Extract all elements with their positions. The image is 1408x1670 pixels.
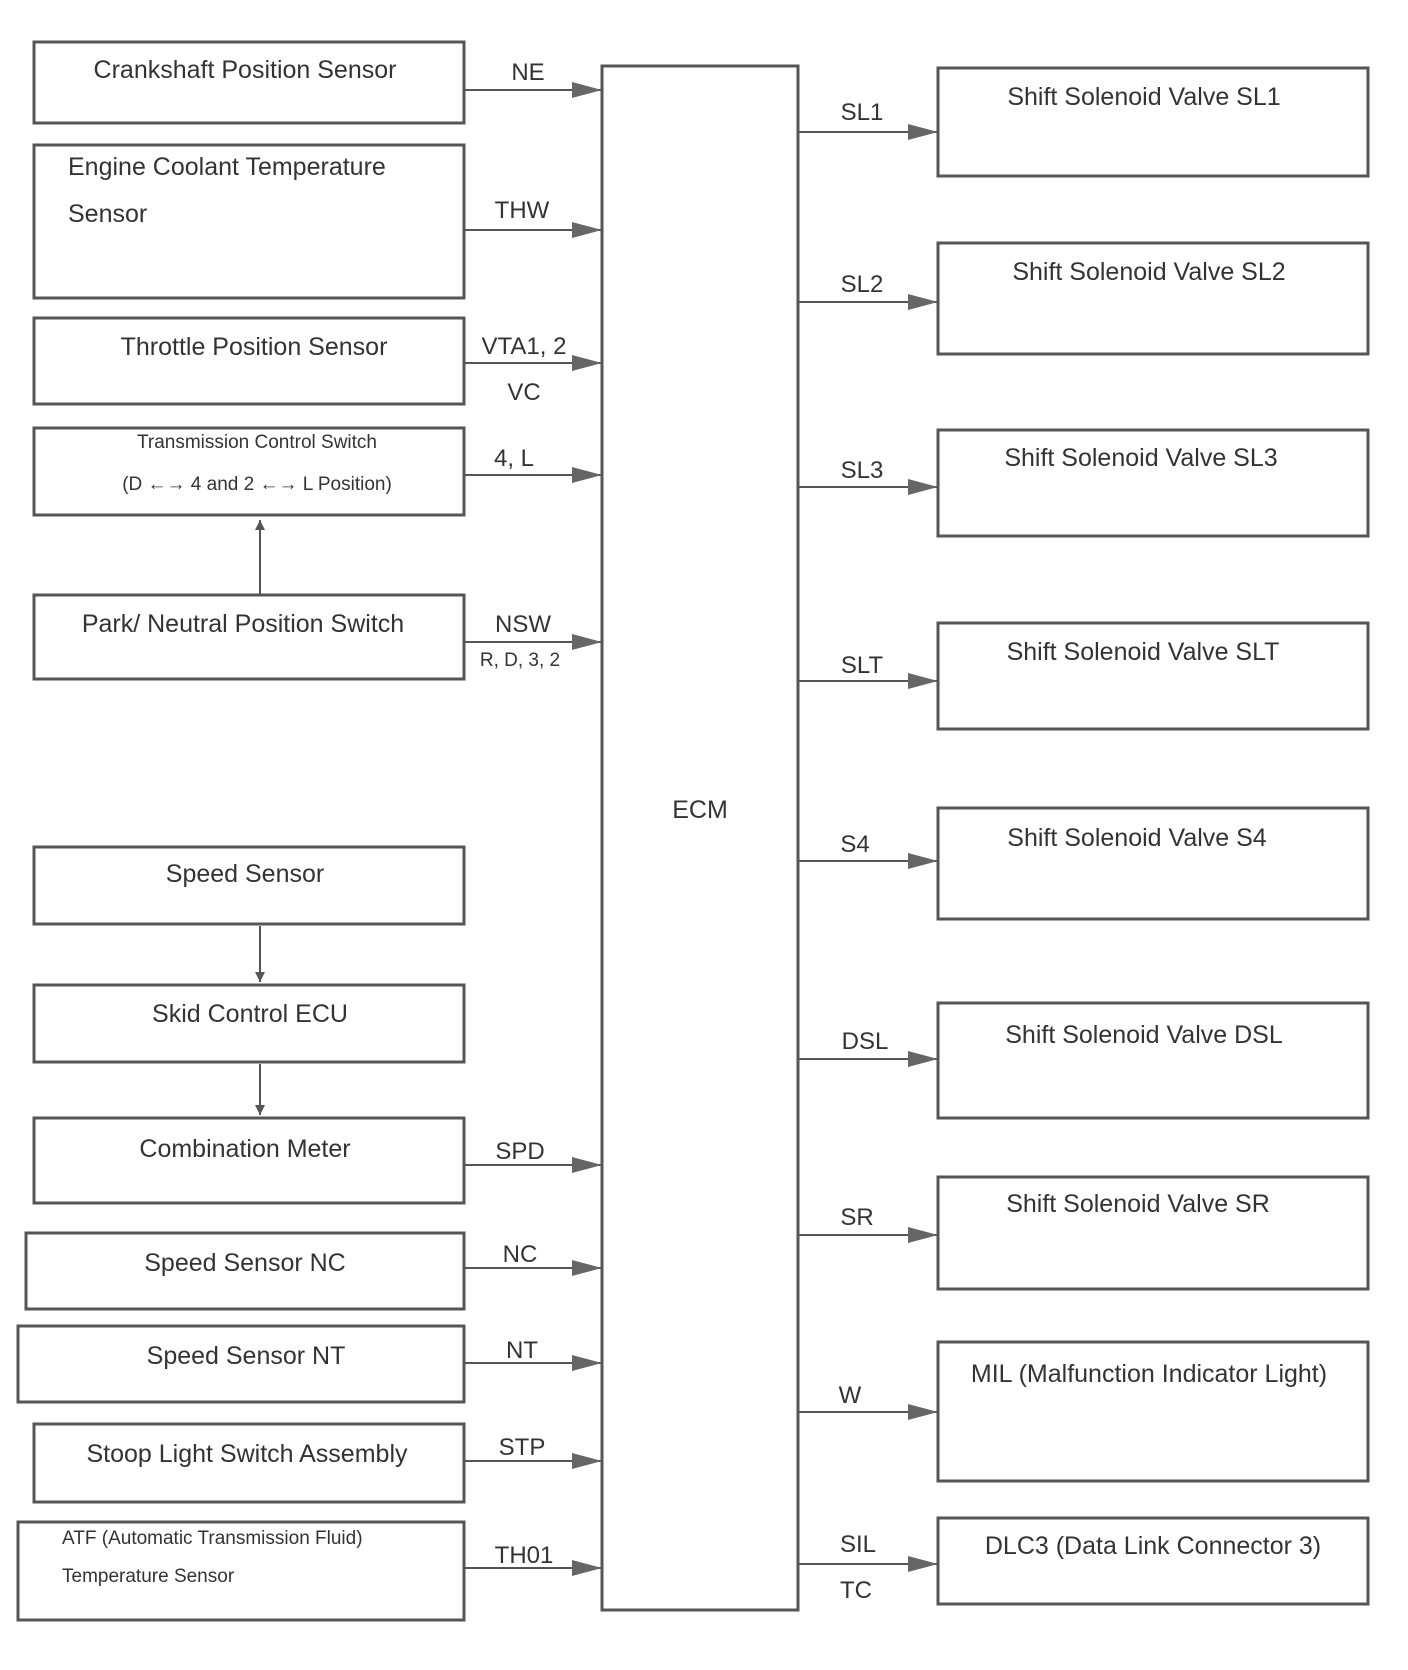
input-block: Park/ Neutral Position Switch NSW R, D, 3,…	[32, 593, 602, 681]
input-box	[32, 983, 466, 1064]
output-box	[936, 428, 1370, 538]
input-box	[32, 316, 466, 406]
ecm-box: ECM	[600, 64, 800, 1612]
signal-label: SR	[840, 1204, 873, 1231]
input-block: Stoop Light Switch Assembly STP	[32, 1422, 602, 1504]
input-blocks: Crankshaft Position Sensor NE Engine Coola…	[16, 40, 602, 1622]
output-box	[936, 621, 1370, 731]
input-block: Speed Sensor	[32, 845, 466, 926]
input-block: Speed Sensor NC NC	[24, 1231, 602, 1311]
output-label: MIL (Malfunction Indicator Light)	[971, 1360, 1327, 1388]
output-block: Shift Solenoid Valve SR SR	[798, 1175, 1370, 1291]
signal-label: 4, L	[494, 445, 534, 472]
input-block: Crankshaft Position Sensor NE	[32, 40, 602, 125]
input-box	[24, 1231, 466, 1311]
input-block: Speed Sensor NT NT	[16, 1324, 602, 1404]
signal-label: NSW	[495, 611, 551, 638]
input-label: Speed Sensor NC	[144, 1249, 346, 1277]
input-box	[32, 845, 466, 926]
input-block: ATF (Automatic Transmission Fluid) Temper…	[16, 1520, 602, 1622]
output-label: Shift Solenoid Valve SLT	[1007, 638, 1280, 666]
signal-label: TH01	[495, 1542, 554, 1569]
input-block: Transmission Control Switch (D ←→ 4 and 2…	[32, 426, 602, 517]
output-box	[936, 66, 1370, 178]
input-label: Speed Sensor	[166, 860, 324, 888]
signal-label: THW	[495, 197, 550, 224]
input-block: Throttle Position Sensor VTA1, 2 VC	[32, 316, 602, 406]
output-label: Shift Solenoid Valve SL2	[1012, 258, 1285, 286]
output-block: Shift Solenoid Valve SL3 SL3	[798, 428, 1370, 538]
output-block: Shift Solenoid Valve S4 S4	[798, 806, 1370, 921]
input-label: Transmission Control Switch	[137, 432, 377, 453]
ecm-label: ECM	[672, 796, 728, 824]
input-block: Skid Control ECU	[32, 983, 466, 1064]
output-block: Shift Solenoid Valve SLT SLT	[798, 621, 1370, 731]
input-label: ATF (Automatic Transmission Fluid)	[62, 1528, 363, 1549]
input-box	[32, 143, 466, 300]
signal-label: SL1	[841, 99, 884, 126]
input-box	[32, 1116, 466, 1205]
input-label: Park/ Neutral Position Switch	[82, 610, 404, 638]
signal-label: NE	[511, 59, 544, 86]
output-box	[936, 1516, 1370, 1606]
signal-label: S4	[840, 831, 869, 858]
output-label: Shift Solenoid Valve SR	[1006, 1190, 1270, 1218]
output-label: Shift Solenoid Valve SL3	[1004, 444, 1277, 472]
output-label: Shift Solenoid Valve DSL	[1005, 1021, 1283, 1049]
input-box	[32, 1422, 466, 1504]
output-block: Shift Solenoid Valve DSL DSL	[798, 1001, 1370, 1120]
input-label: Speed Sensor NT	[147, 1342, 346, 1370]
input-label: Stoop Light Switch Assembly	[87, 1440, 408, 1468]
output-block: MIL (Malfunction Indicator Light) W	[798, 1340, 1370, 1483]
output-block: DLC3 (Data Link Connector 3) SIL TC	[798, 1516, 1370, 1606]
output-block: Shift Solenoid Valve SL2 SL2	[798, 241, 1370, 356]
signal-label: SIL	[840, 1531, 876, 1558]
output-box	[936, 806, 1370, 921]
signal-label: VC	[507, 379, 540, 406]
input-label: Sensor	[68, 200, 147, 228]
input-label: Throttle Position Sensor	[121, 333, 388, 361]
input-box	[32, 426, 466, 517]
input-label: Temperature Sensor	[62, 1566, 235, 1587]
signal-label: W	[839, 1382, 862, 1409]
output-label: DLC3 (Data Link Connector 3)	[985, 1532, 1321, 1560]
input-box	[16, 1520, 466, 1622]
output-label: Shift Solenoid Valve SL1	[1007, 83, 1280, 111]
output-label: Shift Solenoid Valve S4	[1007, 824, 1267, 852]
input-box	[32, 40, 466, 125]
signal-label: SLT	[841, 652, 884, 679]
input-label: Crankshaft Position Sensor	[94, 56, 397, 84]
signal-label: SL3	[841, 457, 884, 484]
input-label: (D ←→ 4 and 2 ←→ L Position)	[122, 474, 392, 495]
signal-label: TC	[840, 1577, 872, 1604]
output-box	[936, 241, 1370, 356]
input-label: Skid Control ECU	[152, 1000, 348, 1028]
input-box	[32, 593, 466, 681]
input-label: Engine Coolant Temperature	[68, 153, 386, 181]
signal-label: SPD	[495, 1138, 544, 1165]
signal-label: NC	[503, 1241, 538, 1268]
output-box	[936, 1175, 1370, 1291]
input-label: Combination Meter	[139, 1135, 350, 1163]
signal-label: VTA1, 2	[482, 333, 567, 360]
signal-label: SL2	[841, 271, 884, 298]
output-box	[936, 1001, 1370, 1120]
input-block: Combination Meter SPD	[32, 1116, 602, 1205]
signal-label: R, D, 3, 2	[480, 650, 560, 671]
signal-label: DSL	[842, 1028, 889, 1055]
signal-label: NT	[506, 1337, 538, 1364]
signal-label: STP	[499, 1434, 546, 1461]
